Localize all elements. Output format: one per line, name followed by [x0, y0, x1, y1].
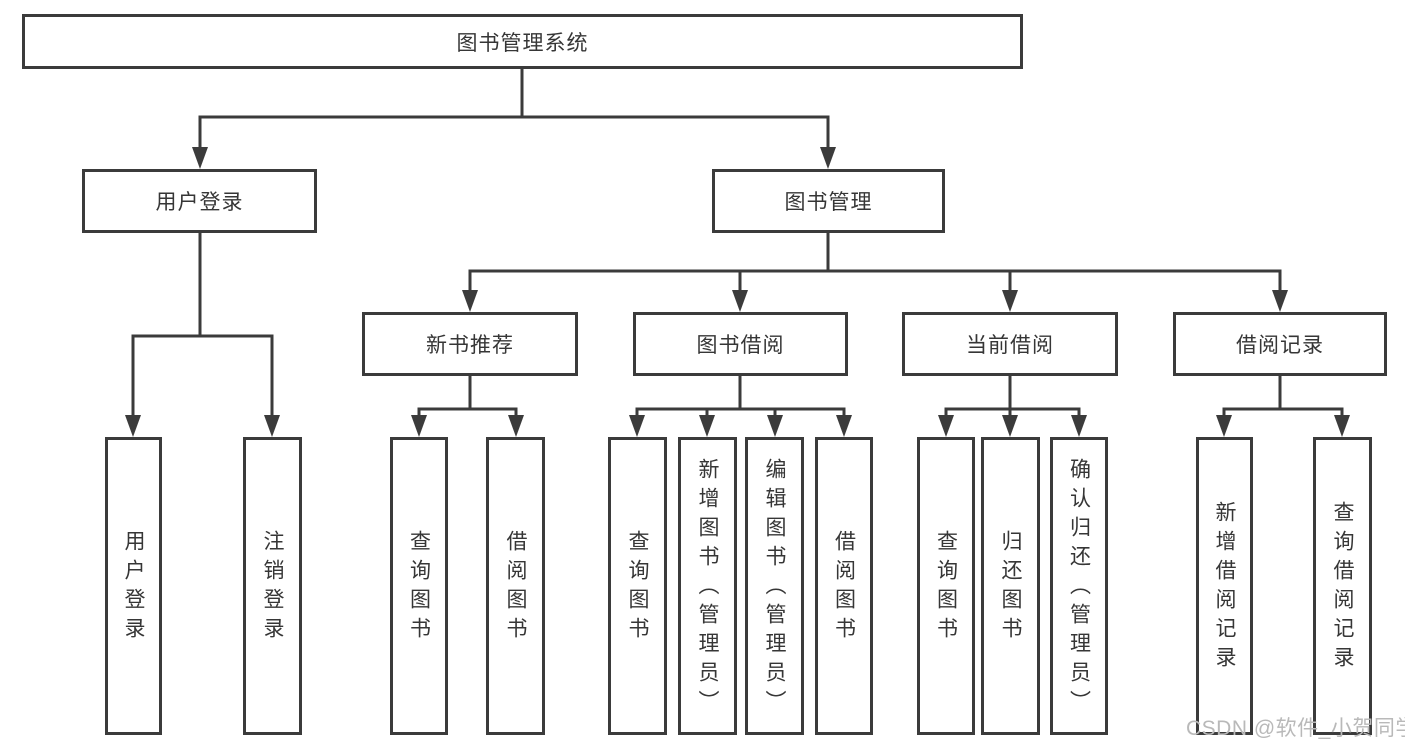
- leaf-user-login: 用户登录: [105, 437, 162, 735]
- leaf-borrow-books: 借阅图书: [815, 437, 873, 735]
- leaf-query-books-rec: 查询图书: [390, 437, 448, 735]
- node-book-management: 图书管理: [712, 169, 945, 233]
- node-borrowing-records: 借阅记录: [1173, 312, 1387, 376]
- leaf-add-books-admin: 新增图书（管理员）: [678, 437, 737, 735]
- leaf-confirm-return-admin: 确认归还（管理员）: [1050, 437, 1108, 735]
- leaf-borrow-books-rec: 借阅图书: [486, 437, 545, 735]
- leaf-edit-books-admin: 编辑图书（管理员）: [745, 437, 804, 735]
- node-book-borrowing: 图书借阅: [633, 312, 848, 376]
- leaf-query-books-borrow: 查询图书: [608, 437, 667, 735]
- node-root-library-management-system: 图书管理系统: [22, 14, 1023, 69]
- leaf-query-books-current: 查询图书: [917, 437, 975, 735]
- leaf-query-borrow-record: 查询借阅记录: [1313, 437, 1372, 735]
- node-current-borrowing: 当前借阅: [902, 312, 1118, 376]
- csdn-watermark: CSDN @软件_小贺同学: [1186, 717, 1405, 740]
- leaf-add-borrow-record: 新增借阅记录: [1196, 437, 1253, 735]
- leaf-return-books: 归还图书: [981, 437, 1040, 735]
- leaf-logout: 注销登录: [243, 437, 302, 735]
- node-new-book-recommendation: 新书推荐: [362, 312, 578, 376]
- node-user-login: 用户登录: [82, 169, 317, 233]
